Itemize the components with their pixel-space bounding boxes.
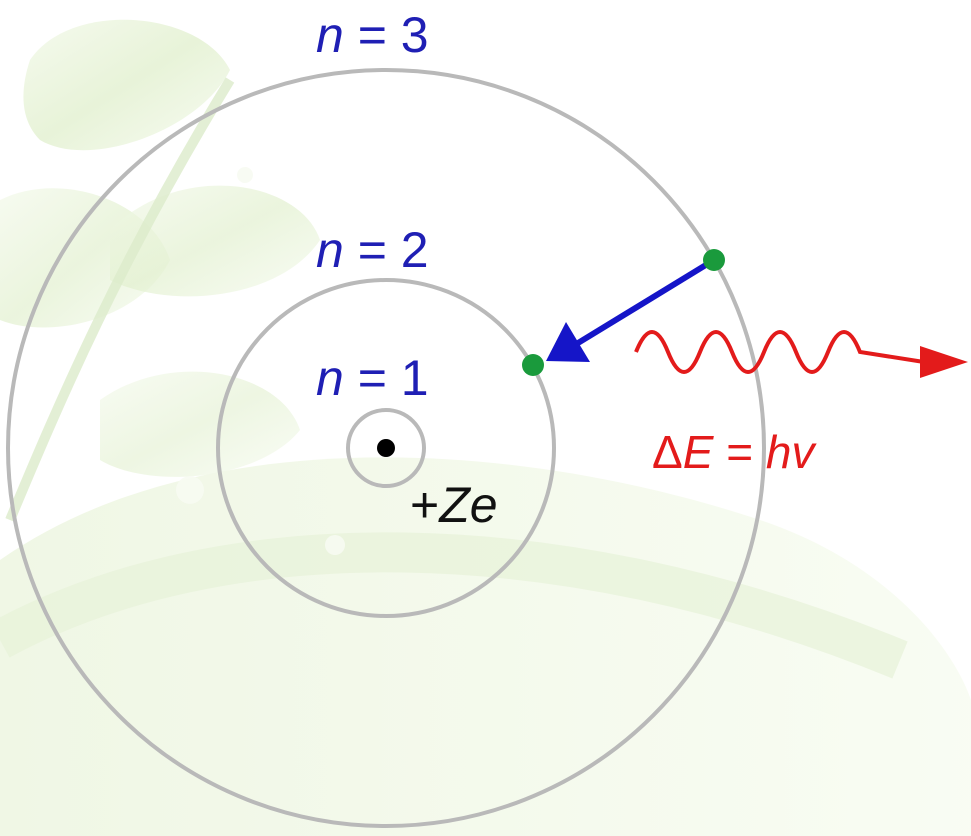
orbits xyxy=(6,68,766,828)
orbit-label-n1: n = 1 xyxy=(316,350,429,406)
photon-arrow-head xyxy=(920,346,968,378)
background-leaves xyxy=(0,19,971,836)
orbit-label-n2: n = 2 xyxy=(316,222,429,278)
orbit-n2 xyxy=(216,278,556,618)
background-swoosh-band xyxy=(0,532,908,679)
energy-relation-label: ΔE = hv xyxy=(652,426,817,478)
electron-n3 xyxy=(703,249,725,271)
orbit-n1 xyxy=(346,408,426,488)
electron-n2 xyxy=(522,354,544,376)
leaf-top xyxy=(23,19,230,151)
transition-arrow xyxy=(546,257,716,362)
leaf-mid xyxy=(110,185,320,297)
transition-arrow-shaft xyxy=(576,257,716,346)
photon-wave xyxy=(634,330,925,374)
water-droplet xyxy=(325,535,345,555)
water-droplet xyxy=(176,476,204,504)
leaf-lower xyxy=(100,371,300,477)
transition-arrow-head xyxy=(546,322,590,362)
water-droplet xyxy=(237,167,253,183)
nucleus xyxy=(377,439,395,457)
orbit-n3 xyxy=(6,68,766,828)
orbit-label-n3: n = 3 xyxy=(316,7,429,63)
leaf-stem xyxy=(5,77,235,522)
emitted-photon xyxy=(634,330,968,378)
nucleus-charge-label: +Ze xyxy=(410,477,498,533)
